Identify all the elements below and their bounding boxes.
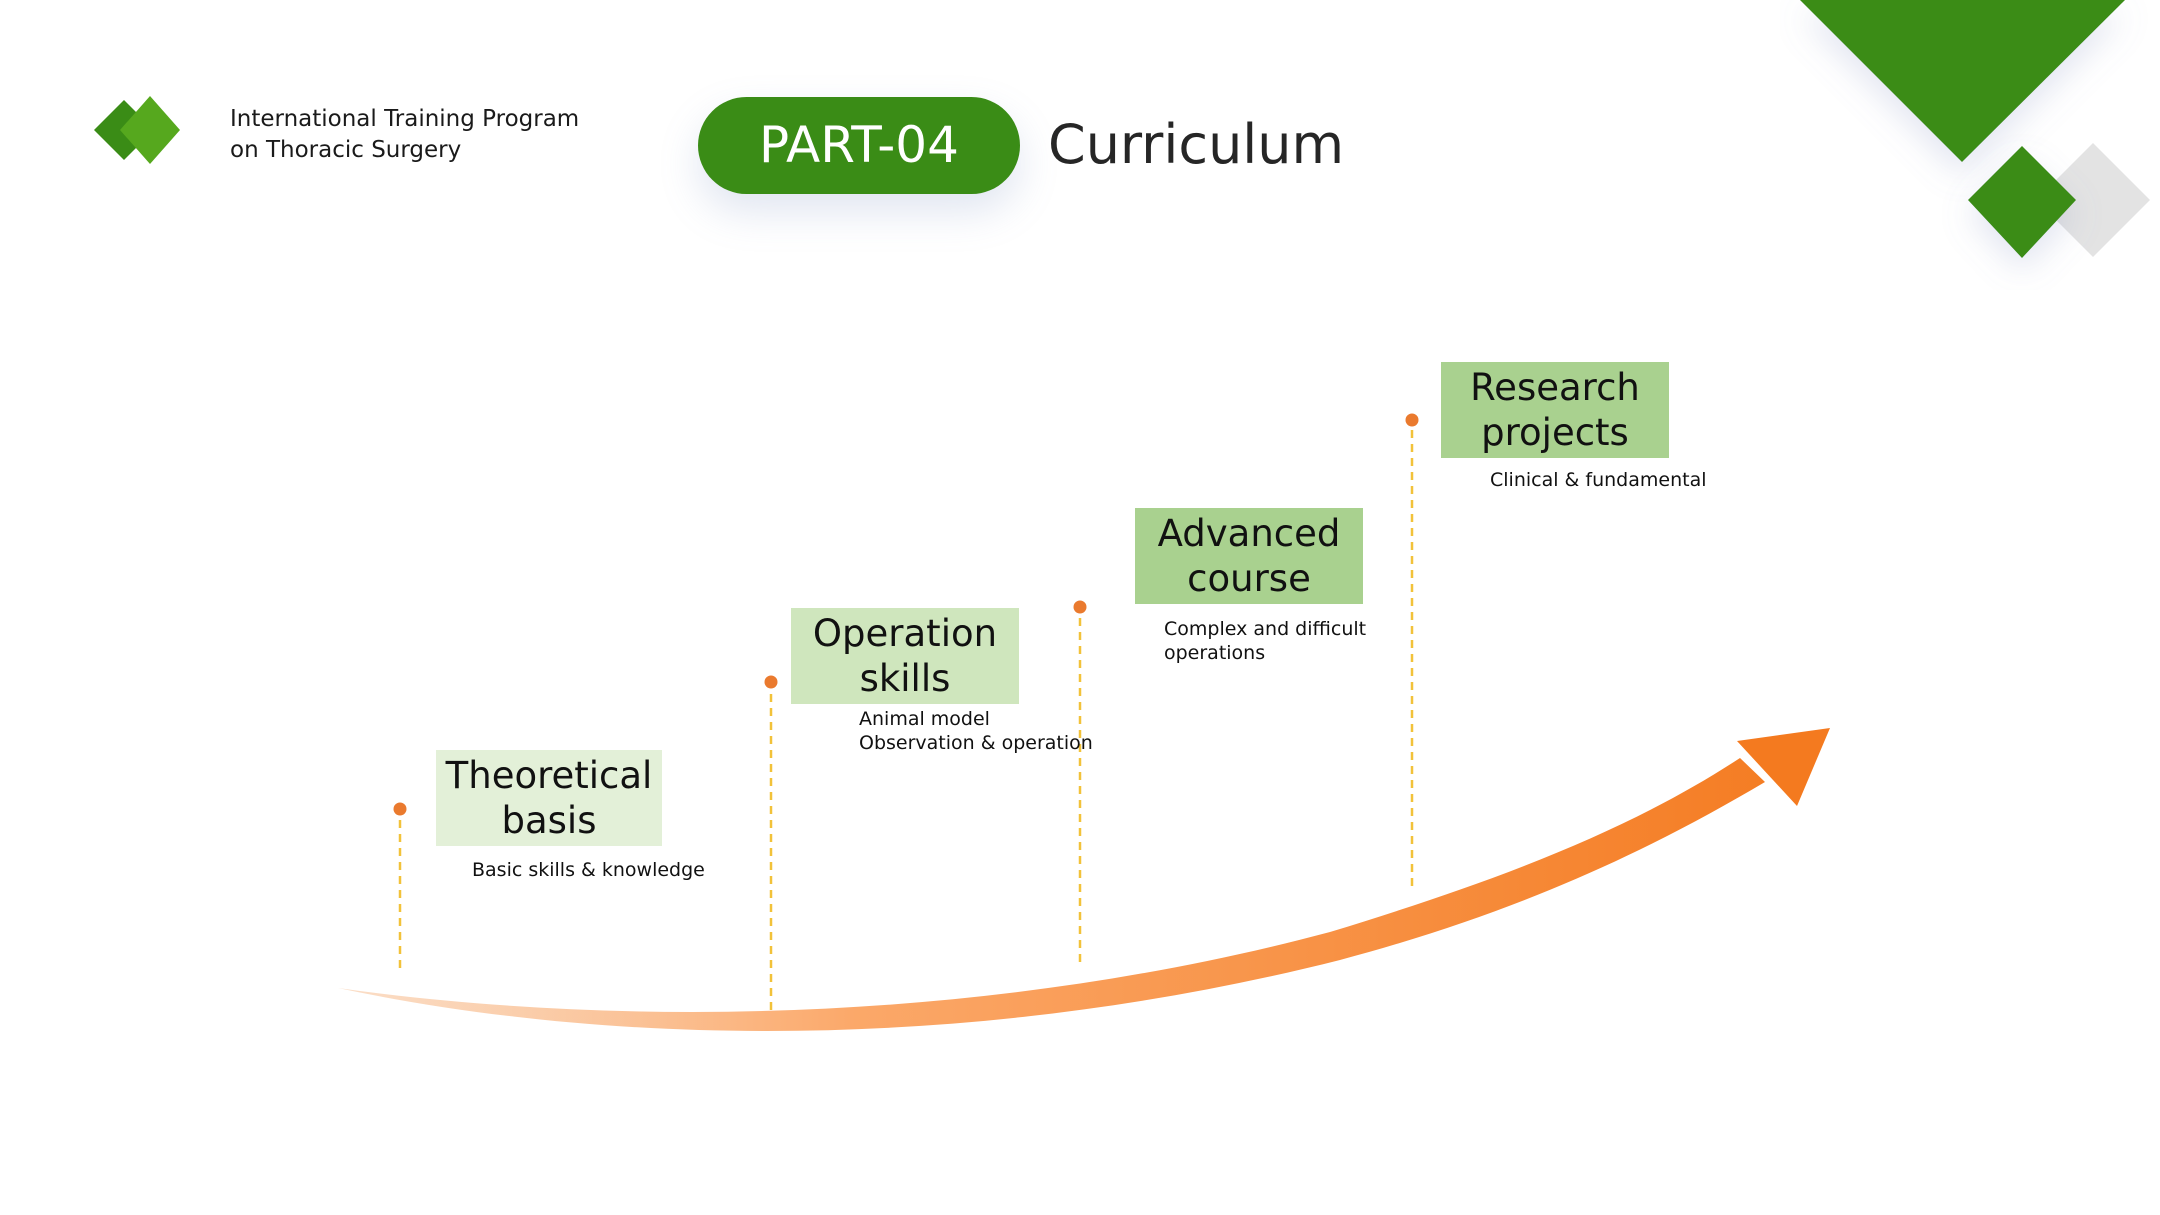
step-marker-4: [1405, 413, 1419, 427]
corner-decoration-icon: [1800, 0, 2150, 258]
step-label-operation-skills: Operation skills: [791, 608, 1019, 704]
step-description-line: Basic skills & knowledge: [472, 859, 705, 881]
step-label-line: Theoretical: [445, 754, 653, 797]
program-name: International Training Program on Thorac…: [230, 104, 579, 166]
progress-arrow-body: [338, 758, 1765, 1031]
step-description-line: Complex and difficult: [1164, 618, 1367, 640]
step-description-line: Observation & operation: [859, 732, 1093, 754]
step-label-line: Operation: [812, 612, 998, 655]
step-description-3: Complex and difficult operations: [1164, 617, 1366, 665]
step-label-research-projects: Research projects: [1441, 362, 1669, 458]
part-badge: PART-04: [698, 97, 1020, 194]
step-label-line: projects: [1481, 411, 1629, 454]
step-description-line: operations: [1164, 642, 1266, 664]
step-description-line: Animal model: [859, 708, 990, 730]
step-description-line: Clinical & fundamental: [1490, 469, 1707, 491]
step-label-line: Advanced: [1157, 512, 1341, 555]
step-label-line: basis: [501, 799, 597, 842]
step-label-line: skills: [859, 657, 951, 700]
step-description-4: Clinical & fundamental: [1490, 468, 1707, 492]
step-label-line: Research: [1470, 366, 1640, 409]
page-title: Curriculum: [1048, 113, 1345, 176]
step-label-line: course: [1187, 557, 1311, 600]
program-name-line2: on Thoracic Surgery: [230, 137, 462, 163]
progress-arrow-head: [1737, 728, 1830, 806]
logo-diamonds-icon: [94, 96, 180, 164]
step-description-2: Animal model Observation & operation: [859, 707, 1093, 755]
step-marker-1: [393, 802, 407, 816]
step-description-1: Basic skills & knowledge: [472, 858, 705, 882]
step-marker-3: [1073, 600, 1087, 614]
program-name-line1: International Training Program: [230, 106, 580, 132]
step-label-theoretical-basis: Theoretical basis: [436, 750, 662, 846]
step-marker-2: [764, 675, 778, 689]
step-label-advanced-course: Advanced course: [1135, 508, 1363, 604]
